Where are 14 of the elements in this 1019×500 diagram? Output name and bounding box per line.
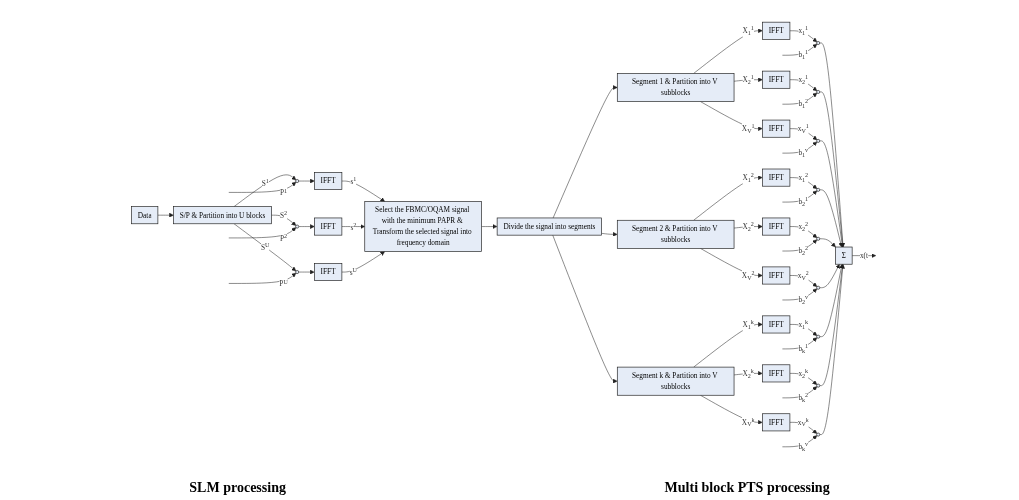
node-circle xyxy=(815,285,820,290)
node-circle xyxy=(815,187,820,192)
section-caption: SLM processing xyxy=(189,480,286,496)
node-circle xyxy=(815,236,820,241)
node-circle xyxy=(815,139,820,143)
node-circle xyxy=(294,224,299,229)
node-circle xyxy=(815,334,820,339)
section-caption: Multi block PTS processing xyxy=(664,480,830,496)
node-circle xyxy=(294,179,299,183)
node-circle xyxy=(815,41,820,45)
node-circle xyxy=(294,270,299,274)
node-circle xyxy=(815,432,820,437)
node-circle xyxy=(815,383,820,388)
node-circle xyxy=(815,90,820,94)
